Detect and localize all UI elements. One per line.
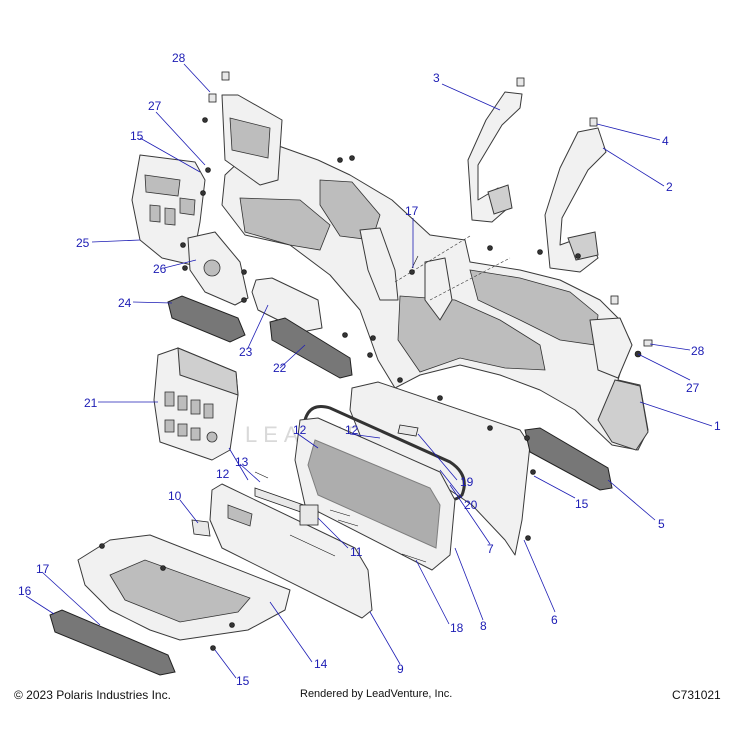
part-badge-19 bbox=[397, 424, 419, 437]
part-storage-lid-23 bbox=[251, 277, 323, 333]
callout-24: 24 bbox=[118, 296, 132, 310]
callout-22: 22 bbox=[273, 361, 287, 375]
part-center-trim-26 bbox=[187, 231, 249, 306]
part-dash-face-9 bbox=[209, 483, 373, 619]
callout-8: 8 bbox=[480, 619, 487, 633]
part-switch-panel-left bbox=[131, 154, 206, 266]
callout-28-left: 28 bbox=[172, 51, 186, 65]
callout-16: 16 bbox=[18, 584, 32, 598]
callout-19: 19 bbox=[460, 475, 474, 489]
part-mesh-grille-16 bbox=[49, 609, 176, 676]
part-mesh-grille-24 bbox=[167, 295, 246, 343]
callout-12-lower: 12 bbox=[216, 467, 230, 481]
rendered-by-text: Rendered by LeadVenture, Inc. bbox=[300, 688, 453, 700]
callout-15-right: 15 bbox=[575, 497, 589, 511]
callout-5: 5 bbox=[658, 517, 665, 531]
callout-27-right: 27 bbox=[686, 381, 700, 395]
callout-18: 18 bbox=[450, 621, 464, 635]
callout-7: 7 bbox=[487, 542, 494, 556]
callout-1: 1 bbox=[714, 419, 721, 433]
part-mesh-grille-22 bbox=[269, 317, 353, 379]
callout-11: 11 bbox=[350, 545, 363, 559]
callout-14: 14 bbox=[314, 657, 328, 671]
leader-lines bbox=[25, 63, 713, 679]
callout-21: 21 bbox=[84, 396, 98, 410]
callout-26: 26 bbox=[153, 262, 167, 276]
callout-15-upper: 15 bbox=[130, 129, 144, 143]
diagram-code: C731021 bbox=[672, 688, 721, 702]
part-switch-bezel-21 bbox=[153, 347, 239, 461]
callout-3: 3 bbox=[433, 71, 440, 85]
callout-28-right: 28 bbox=[691, 344, 705, 358]
callout-6: 6 bbox=[551, 613, 558, 627]
callout-15-lower: 15 bbox=[236, 674, 250, 688]
callout-2: 2 bbox=[666, 180, 673, 194]
part-dash-frame bbox=[221, 94, 649, 451]
callout-12-upper-left: 12 bbox=[293, 423, 307, 437]
hardware-fasteners bbox=[99, 71, 653, 651]
part-bracket-right bbox=[544, 127, 607, 273]
callout-10: 10 bbox=[168, 489, 182, 503]
callout-17-lower: 17 bbox=[36, 562, 50, 576]
callout-9: 9 bbox=[397, 662, 404, 676]
callout-13: 13 bbox=[235, 455, 249, 469]
part-mesh-grille-5 bbox=[524, 427, 613, 491]
callout-labels: 1 2 3 4 5 6 7 8 9 10 11 12 12 12 13 14 1… bbox=[18, 51, 721, 688]
callout-12-upper-right: 12 bbox=[345, 423, 359, 437]
part-bracket-left bbox=[467, 91, 523, 223]
callout-4: 4 bbox=[662, 134, 669, 148]
part-storage-tub-14 bbox=[77, 534, 291, 641]
part-center-grille-8 bbox=[294, 417, 456, 571]
callout-25: 25 bbox=[76, 236, 90, 250]
callout-20: 20 bbox=[464, 498, 478, 512]
callout-23: 23 bbox=[239, 345, 253, 359]
callout-27-left: 27 bbox=[148, 99, 162, 113]
copyright-text: © 2023 Polaris Industries Inc. bbox=[14, 688, 171, 702]
callout-17-upper: 17 bbox=[405, 204, 419, 218]
part-clip-10 bbox=[191, 519, 211, 537]
